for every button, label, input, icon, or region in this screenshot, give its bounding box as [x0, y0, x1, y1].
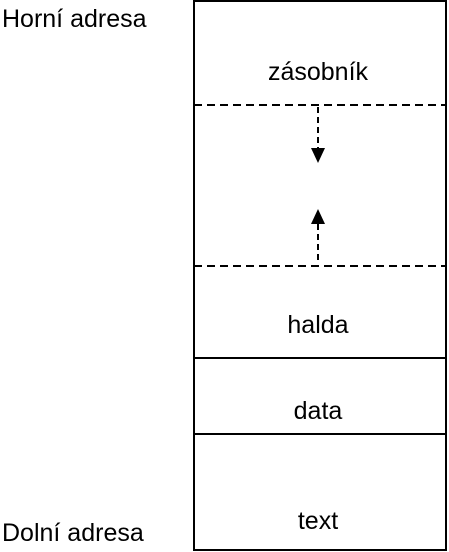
top-address-label: Horní adresa [2, 5, 147, 33]
memory-column-outline [193, 0, 447, 551]
bottom-address-label: Dolní adresa [2, 519, 144, 547]
text-segment-label: text [298, 507, 338, 535]
data-segment-label: data [294, 397, 343, 425]
heap-segment-label: halda [287, 311, 348, 339]
heap-growth-arrow-icon [311, 209, 325, 264]
stack-segment-label: zásobník [268, 58, 369, 86]
stack-growth-arrow-icon [311, 107, 325, 163]
